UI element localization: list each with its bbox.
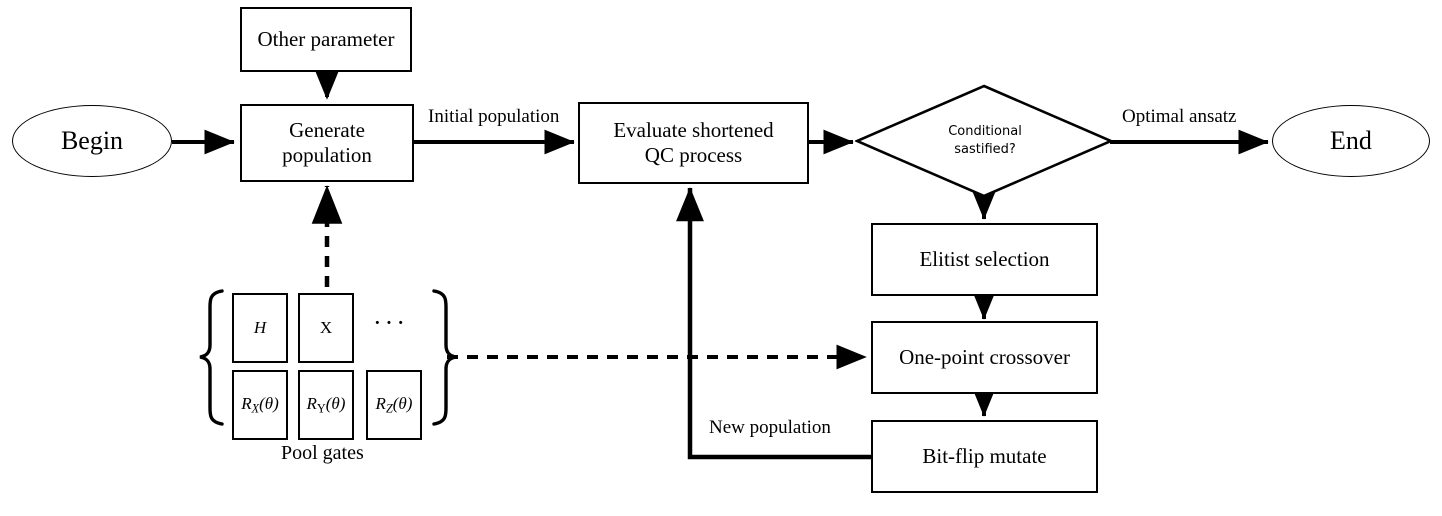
gate-rz-symbol: RZ(θ) <box>376 394 413 416</box>
node-conditional-label-line1: Conditional <box>948 124 1022 140</box>
gate-rx[interactable]: RX(θ) <box>232 370 288 440</box>
node-generate-population[interactable]: Generate population <box>240 104 414 182</box>
node-evaluate-shortened-qc-process[interactable]: Evaluate shortened QC process <box>578 102 809 184</box>
gate-pauli-x[interactable]: X <box>298 293 354 363</box>
gate-rx-symbol: RX(θ) <box>241 394 279 416</box>
node-evaluate-label-line1: Evaluate shortened <box>613 118 774 143</box>
gate-hadamard-symbol: H <box>253 317 267 337</box>
gate-ry-arg: (θ) <box>325 394 346 414</box>
node-end[interactable]: End <box>1272 105 1430 177</box>
edge-label-optimal-ansatz: Optimal ansatz <box>1122 106 1237 127</box>
gate-rz-subscript: Z <box>385 401 393 416</box>
gate-rz-arg: (θ) <box>392 394 413 414</box>
gate-ry-subscript: Y <box>316 401 326 416</box>
node-begin[interactable]: Begin <box>12 105 172 177</box>
node-conditional-label: Conditional sastified? <box>905 112 1065 170</box>
node-bit-flip-mutate-label: Bit-flip mutate <box>922 444 1047 469</box>
edge-feedback-new-population <box>676 187 871 460</box>
edge-label-new-population: New population <box>709 417 831 438</box>
gate-rz-base: R <box>375 394 386 414</box>
gate-ry-base: R <box>306 394 317 414</box>
node-conditional-diamond[interactable] <box>855 84 1113 198</box>
node-one-point-crossover[interactable]: One-point crossover <box>871 321 1098 394</box>
gate-rx-subscript: X <box>251 401 260 416</box>
gate-pauli-x-symbol: X <box>319 317 333 337</box>
node-begin-label: Begin <box>60 125 124 155</box>
left-brace <box>199 289 224 426</box>
node-generate-population-label-line2: population <box>282 143 372 167</box>
node-other-parameter[interactable]: Other parameter <box>240 7 412 72</box>
gate-ry[interactable]: RY(θ) <box>298 370 354 440</box>
node-elitist-selection[interactable]: Elitist selection <box>871 223 1098 296</box>
gate-hadamard[interactable]: H <box>232 293 288 363</box>
gate-rz[interactable]: RZ(θ) <box>366 370 422 440</box>
edge-label-initial-population: Initial population <box>428 106 560 127</box>
gate-ellipsis: ··· <box>373 308 408 337</box>
node-conditional-label-line2: sastified? <box>954 142 1016 157</box>
node-generate-population-label-line1: Generate <box>289 118 365 143</box>
node-evaluate-label-line2: QC process <box>644 143 743 167</box>
node-other-parameter-label: Other parameter <box>257 27 395 52</box>
node-bit-flip-mutate[interactable]: Bit-flip mutate <box>871 420 1098 493</box>
pool-gates-caption: Pool gates <box>281 442 364 464</box>
node-end-label: End <box>1330 125 1372 155</box>
node-elitist-selection-label: Elitist selection <box>919 247 1050 272</box>
gate-rx-arg: (θ) <box>259 394 279 414</box>
gate-rx-base: R <box>241 394 252 414</box>
gate-ry-symbol: RY(θ) <box>307 394 346 416</box>
right-brace <box>432 289 457 426</box>
node-one-point-crossover-label: One-point crossover <box>899 345 1070 370</box>
